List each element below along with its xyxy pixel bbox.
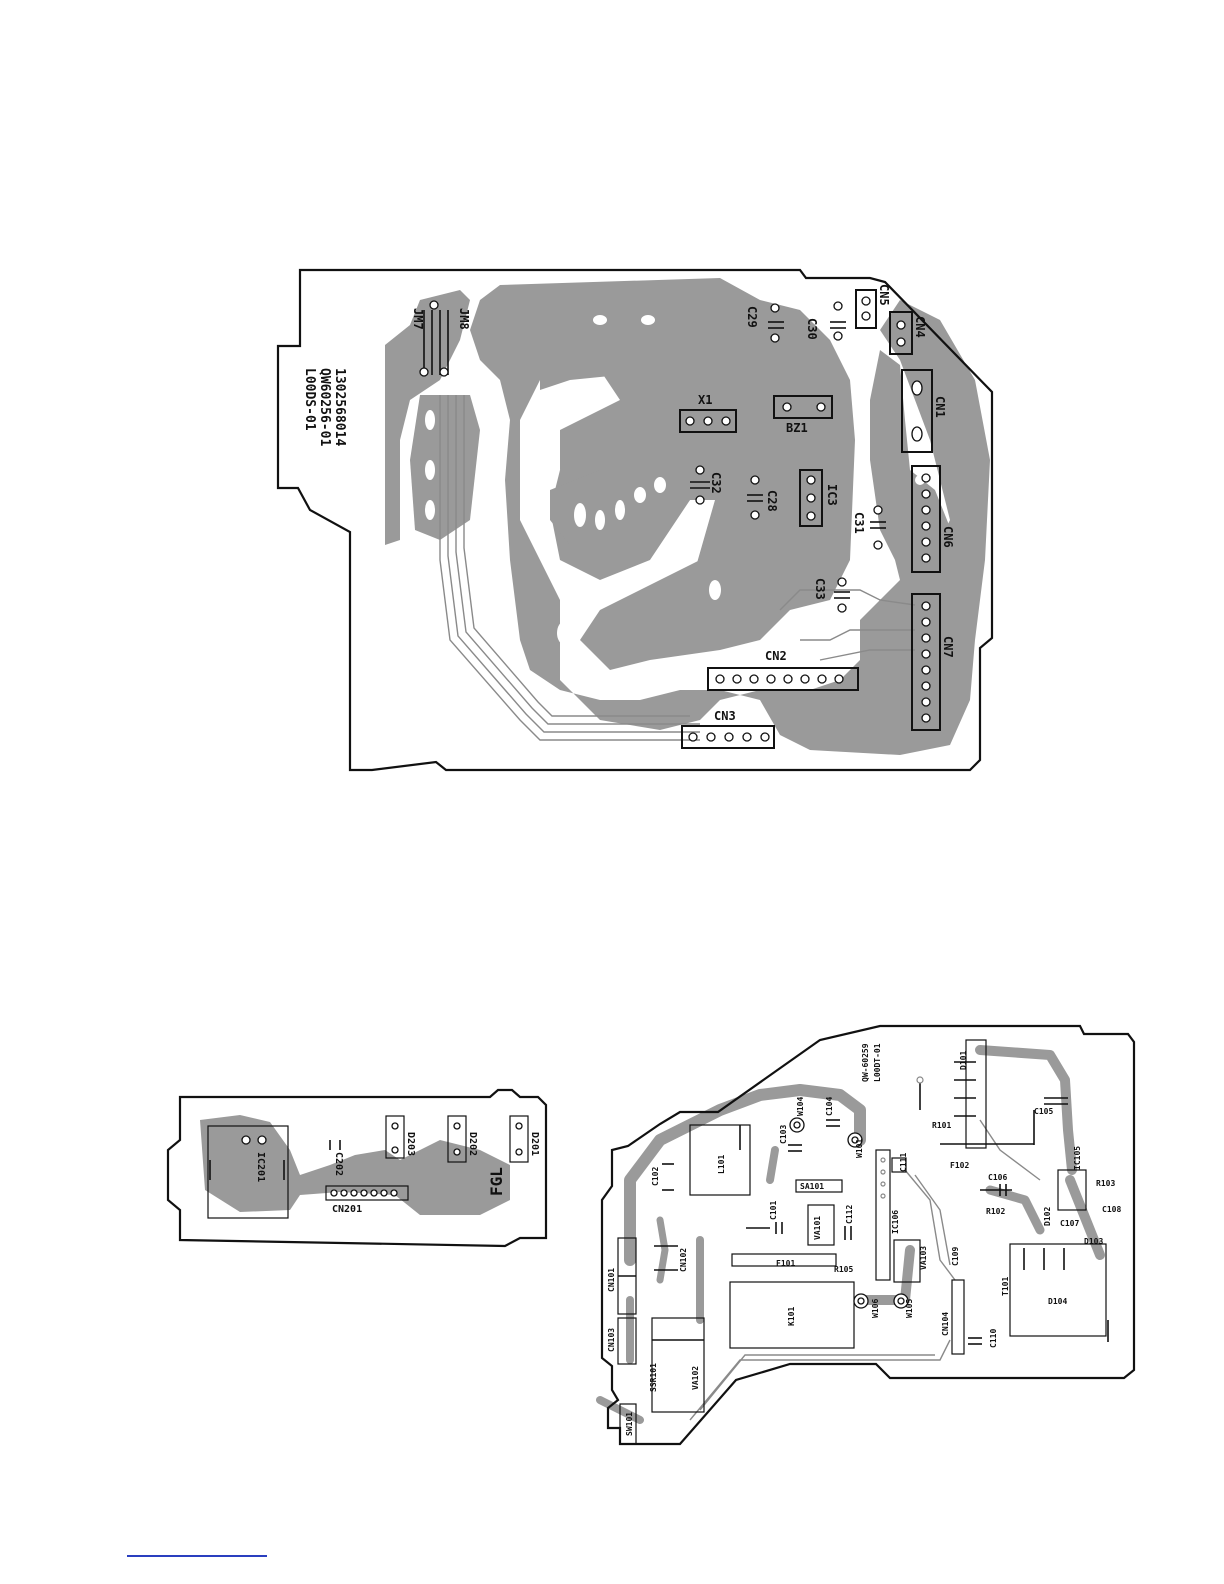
label-cn6: CN6 xyxy=(941,526,955,548)
label-l101: L101 xyxy=(717,1155,726,1174)
label-ic201: IC201 xyxy=(255,1152,266,1182)
label-d201: D201 xyxy=(529,1132,540,1156)
label-c104: C104 xyxy=(825,1097,834,1116)
label-cn1: CN1 xyxy=(933,396,947,418)
label-c33: C33 xyxy=(813,578,827,600)
label-w106: W106 xyxy=(871,1299,880,1318)
label-d102: D102 xyxy=(1043,1207,1052,1226)
power-board-outline xyxy=(600,1024,1136,1446)
label-cn201: CN201 xyxy=(332,1204,362,1215)
label-c110: C110 xyxy=(989,1329,998,1348)
label-va102: VA102 xyxy=(691,1366,700,1390)
label-r101: R101 xyxy=(932,1121,951,1130)
label-c106: C106 xyxy=(988,1173,1007,1182)
label-bz1: BZ1 xyxy=(786,421,808,435)
label-f102: F102 xyxy=(950,1161,969,1170)
label-va101: VA101 xyxy=(813,1216,822,1240)
label-cn7: CN7 xyxy=(941,636,955,658)
label-c107: C107 xyxy=(1060,1219,1079,1228)
power-board-labels: QW-60259 L00DT-01 D101 C105 R101 F102 W1… xyxy=(607,1043,1121,1436)
main-board-components xyxy=(419,289,941,749)
label-k101: K101 xyxy=(787,1307,796,1326)
label-d103: D103 xyxy=(1084,1237,1103,1246)
display-board: IC201 C202 D203 D202 D201 CN201 FGL xyxy=(166,1088,548,1248)
label-cn3: CN3 xyxy=(714,709,736,723)
label-x1: X1 xyxy=(698,393,712,407)
label-cn101: CN101 xyxy=(607,1268,616,1292)
label-r102: R102 xyxy=(986,1207,1005,1216)
label-r103: R103 xyxy=(1096,1179,1115,1188)
label-cn2: CN2 xyxy=(765,649,787,663)
power-board-components xyxy=(617,1039,1109,1445)
label-c32: C32 xyxy=(709,472,723,494)
main-board-copper xyxy=(385,278,990,755)
label-c108: C108 xyxy=(1102,1205,1121,1214)
label-d101: D101 xyxy=(959,1051,968,1070)
label-jm7: JM7 xyxy=(411,308,425,330)
label-cn103: CN103 xyxy=(607,1328,616,1352)
label-w104: W104 xyxy=(796,1097,805,1116)
power-board-id-line-1: QW-60259 xyxy=(861,1043,870,1082)
power-board-traces xyxy=(596,1045,1105,1424)
main-board: 1302568014 QW60256-01 L00DS-01 JM7 JM8 C… xyxy=(276,268,994,772)
main-board-traces xyxy=(439,395,916,741)
label-f101: F101 xyxy=(776,1259,795,1268)
label-c29: C29 xyxy=(745,306,759,328)
label-cn5: CN5 xyxy=(877,284,891,306)
label-c112: C112 xyxy=(845,1205,854,1224)
label-sa101: SA101 xyxy=(800,1182,824,1191)
label-ic106: IC106 xyxy=(891,1210,900,1234)
label-cn102: CN102 xyxy=(679,1248,688,1272)
power-board-id-line-2: L00DT-01 xyxy=(873,1043,882,1082)
board-id-line-3: L00DS-01 xyxy=(302,368,317,431)
label-sw101: SW101 xyxy=(625,1412,634,1436)
label-c28: C28 xyxy=(765,490,779,512)
board-id-line-2: QW60256-01 xyxy=(317,368,332,446)
label-c105: C105 xyxy=(1034,1107,1053,1116)
label-c102: C102 xyxy=(651,1167,660,1186)
label-t101: T101 xyxy=(1001,1277,1010,1296)
label-ic105: IC105 xyxy=(1073,1146,1082,1170)
board-id-line-1: 1302568014 xyxy=(332,368,347,446)
label-d202: D202 xyxy=(467,1132,478,1156)
display-board-outline xyxy=(166,1088,548,1248)
display-board-components xyxy=(207,1115,529,1219)
label-va103: VA103 xyxy=(919,1246,928,1270)
display-board-labels: IC201 C202 D203 D202 D201 CN201 FGL xyxy=(255,1132,540,1215)
main-board-labels: 1302568014 QW60256-01 L00DS-01 JM7 JM8 C… xyxy=(302,284,955,723)
label-w105: W105 xyxy=(905,1299,914,1318)
display-board-copper xyxy=(200,1115,510,1215)
label-ssr101: SSR101 xyxy=(649,1363,658,1392)
label-jm8: JM8 xyxy=(457,308,471,330)
label-c103: C103 xyxy=(779,1125,788,1144)
label-cn104: CN104 xyxy=(941,1312,950,1336)
label-r105: R105 xyxy=(834,1265,853,1274)
label-c111: C111 xyxy=(899,1153,908,1172)
label-c109: C109 xyxy=(951,1247,960,1266)
label-c31: C31 xyxy=(852,512,866,534)
label-c202: C202 xyxy=(333,1152,344,1176)
label-d104: D104 xyxy=(1048,1297,1067,1306)
label-d203: D203 xyxy=(405,1132,416,1156)
label-c30: C30 xyxy=(805,318,819,340)
label-w101: W101 xyxy=(855,1139,864,1158)
footer-link-underline[interactable] xyxy=(127,1555,267,1557)
label-cn4: CN4 xyxy=(913,316,927,338)
label-fgl: FGL xyxy=(487,1167,506,1196)
main-board-outline xyxy=(276,268,994,772)
label-c101: C101 xyxy=(769,1201,778,1220)
power-board: QW-60259 L00DT-01 D101 C105 R101 F102 W1… xyxy=(596,1024,1136,1446)
label-ic3: IC3 xyxy=(825,484,839,506)
